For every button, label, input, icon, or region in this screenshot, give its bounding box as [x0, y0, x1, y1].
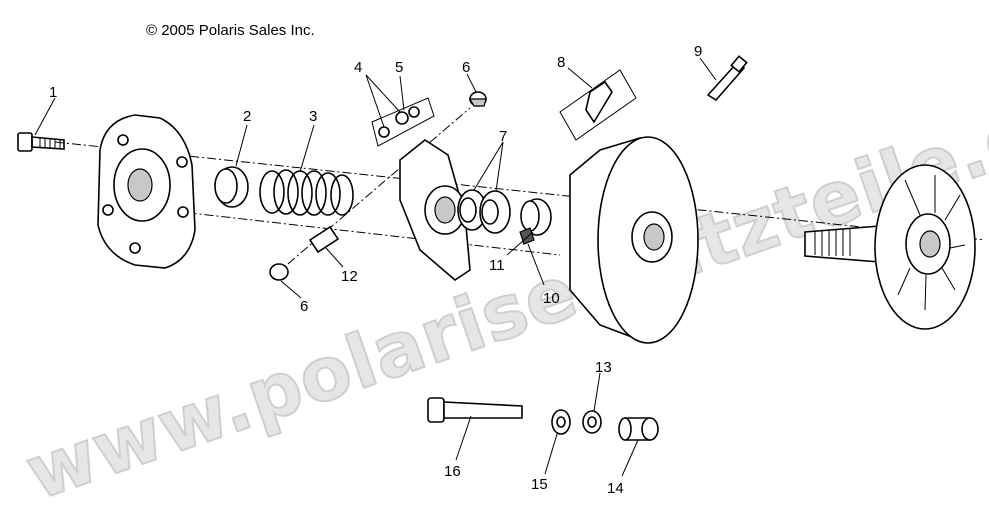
callout-4: 4 [354, 59, 362, 76]
part-ring [214, 166, 249, 208]
part-pin [308, 225, 340, 254]
callout-16: 16 [444, 463, 461, 480]
callout-6-lower: 6 [300, 298, 308, 315]
callout-15: 15 [531, 476, 548, 493]
part-bolt-lower [427, 397, 523, 423]
part-spring [259, 169, 354, 216]
callout-7: 7 [499, 128, 507, 145]
callout-13: 13 [595, 359, 612, 376]
callout-11: 11 [489, 257, 505, 274]
part-bushings [457, 189, 511, 234]
center-axis [54, 141, 986, 241]
callout-6-upper: 6 [462, 59, 470, 76]
part-roller-bushing [618, 417, 659, 441]
part-moveable-sheave [569, 136, 699, 344]
callout-5: 5 [395, 59, 403, 76]
callout-labels: 1 2 3 4 5 6 6 7 8 9 10 11 12 13 14 15 16 [49, 43, 702, 497]
callout-9: 9 [694, 43, 702, 60]
callout-1: 1 [49, 84, 57, 101]
copyright-text: © 2005 Polaris Sales Inc. [146, 22, 315, 39]
part-spider [399, 139, 471, 282]
part-long-bolt [706, 55, 748, 102]
part-washer [551, 409, 571, 435]
part-fixed-sheave [804, 164, 976, 330]
part-sleeve [520, 198, 552, 236]
callout-3: 3 [309, 108, 317, 125]
callout-10: 10 [543, 290, 560, 307]
part-washer-small [582, 410, 602, 434]
leader-lines [34, 57, 717, 477]
callout-12: 12 [341, 268, 358, 285]
callout-2: 2 [243, 108, 251, 125]
callout-14: 14 [607, 480, 624, 497]
diagonal-axis [274, 107, 471, 276]
part-cap-upper [468, 91, 487, 107]
part-cover [97, 114, 196, 269]
part-small-rollers [371, 97, 435, 147]
part-cap-lower [269, 263, 289, 281]
part-bolt [17, 132, 65, 152]
part-weight [559, 69, 637, 141]
callout-8: 8 [557, 54, 565, 71]
